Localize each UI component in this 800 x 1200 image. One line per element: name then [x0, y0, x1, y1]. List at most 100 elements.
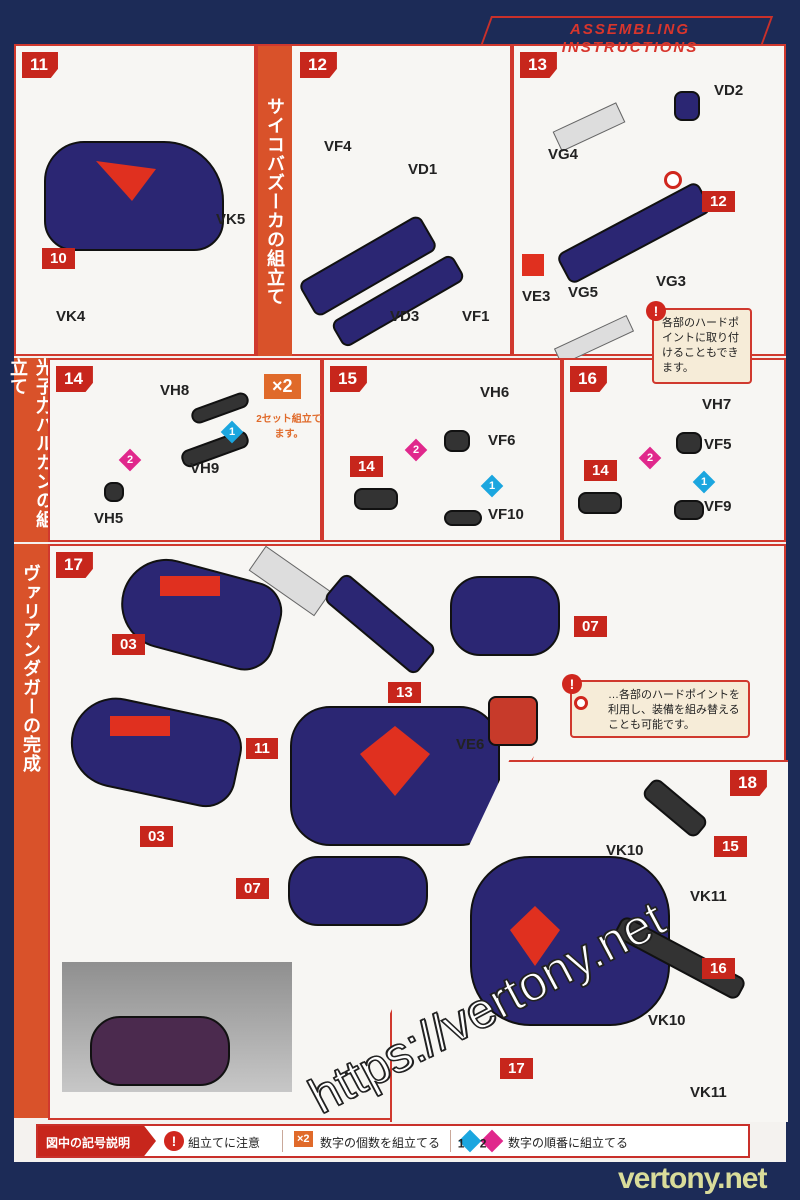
order-1-icon: 1 — [220, 420, 244, 444]
ve3-part — [522, 254, 544, 276]
part-label: VF9 — [704, 498, 732, 515]
part-label: VG4 — [548, 146, 579, 163]
step-11-panel: 11 10 VK5 VK4 — [14, 44, 256, 356]
divider — [282, 1130, 283, 1152]
ref-tag: 12 — [702, 191, 735, 212]
ref-tag: 07 — [236, 878, 269, 899]
part-label: VK4 — [56, 308, 86, 325]
step-number: 18 — [730, 770, 767, 796]
arm-part — [450, 576, 560, 656]
caution-icon: ! — [164, 1131, 184, 1151]
part-label: VF6 — [488, 432, 516, 449]
part-label: VD1 — [408, 161, 438, 178]
step-15-panel: 15 14 2 1 VH6 VF6 VF10 — [322, 358, 562, 542]
part-label: VF10 — [488, 506, 524, 523]
part-label: VH8 — [160, 382, 190, 399]
order-2-icon: 2 — [480, 1129, 504, 1153]
ref-tag: 07 — [574, 616, 607, 637]
divider — [450, 1130, 451, 1152]
vf9-part — [674, 500, 704, 520]
vg4-part — [552, 102, 626, 152]
count-icon: ×2 — [294, 1131, 313, 1147]
hardpoint-ring-icon — [574, 696, 588, 710]
caution-icon: ! — [646, 301, 666, 321]
bazooka-part — [555, 180, 713, 286]
step-number: 17 — [56, 552, 93, 578]
hardpoint-closeup — [488, 696, 538, 746]
order-2-icon: 2 — [118, 448, 142, 472]
part-label: VD3 — [390, 308, 420, 325]
step-13-panel: 13 12 VD2 VG4 VE3 VG5 VG3 各部のハードポイントに取り付… — [512, 44, 786, 384]
part-label: VK11 — [690, 1084, 727, 1101]
legend-title: 図中の記号説明 — [46, 1136, 131, 1150]
part-label: VD2 — [714, 82, 744, 99]
step-17-panel: 17 03 03 13 11 07 07 VE6 …各部のハードポイントを利用し… — [48, 544, 788, 1122]
step-12-panel: サイコバズーカの組立て 12 VF4 VD1 VD3 VF1 — [256, 44, 512, 356]
ref-tag: 17 — [500, 1058, 533, 1079]
part-label: VG5 — [568, 284, 599, 301]
order-1-icon: 1 — [692, 470, 716, 494]
part-label: VG3 — [656, 273, 687, 290]
ref-tag: 16 — [702, 958, 735, 979]
part-label: VH6 — [480, 384, 510, 401]
side-tab: サイコバズーカの組立て — [258, 46, 292, 356]
photo-model — [90, 1016, 230, 1086]
part-label: VK10 — [648, 1012, 686, 1029]
part-label: VH9 — [190, 460, 220, 477]
step-number: 15 — [330, 366, 367, 392]
vulcan-part — [354, 488, 398, 510]
part-label: VE3 — [522, 288, 551, 305]
hardpoint-marker — [664, 171, 682, 189]
vf5-part — [676, 432, 702, 454]
ref-tag: 14 — [350, 456, 383, 477]
ref-tag: 14 — [584, 460, 617, 481]
ref-tag: 10 — [42, 248, 75, 269]
side-tab: 光子力バルカンの組立て — [8, 358, 54, 542]
step-16-panel: 16 14 2 1 VH7 VF5 VF9 — [562, 358, 786, 542]
legend-order: 数字の順番に組立てる — [508, 1136, 629, 1150]
symbol-legend: 図中の記号説明 ! 組立てに注意 ×2 数字の個数を組立てる 1 2 数字の順番… — [36, 1124, 750, 1158]
red-accent — [160, 576, 220, 596]
ref-tag: 03 — [140, 826, 173, 847]
vf6-part — [444, 430, 470, 452]
vulcan-part — [578, 492, 622, 514]
ref-tag: 13 — [388, 682, 421, 703]
arm-part — [288, 856, 428, 926]
side-tab: ヴァリアンダガーの完成 — [14, 544, 48, 1118]
ref-tag: 11 — [246, 738, 278, 759]
red-accent — [110, 716, 170, 736]
step-number: 12 — [300, 52, 337, 78]
order-1-icon: 1 — [458, 1129, 482, 1153]
leg-part — [62, 689, 248, 813]
order-1-icon: 1 — [480, 474, 504, 498]
header-title: ASSEMBLING INSTRUCTIONS — [561, 21, 699, 56]
part-label: VK5 — [216, 211, 246, 228]
count-icon: ×2 — [264, 374, 301, 399]
bazooka-part — [322, 571, 438, 677]
step-number: 11 — [22, 52, 58, 78]
legend-caution: 組立てに注意 — [188, 1136, 261, 1150]
order-2-icon: 2 — [638, 446, 662, 470]
step-number: 14 — [56, 366, 93, 392]
legend-count: 数字の個数を組立てる — [320, 1136, 441, 1150]
step-number: 16 — [570, 366, 607, 392]
hardpoint-note: …各部のハードポイントを利用し、装備を組み替えることも可能です。 — [570, 680, 750, 738]
part-label: VH7 — [702, 396, 732, 413]
step-number: 13 — [520, 52, 557, 78]
vf10-part — [444, 510, 482, 526]
legend-title-bg — [38, 1126, 156, 1156]
watermark-site: vertony.net — [618, 1162, 767, 1195]
caution-note: 各部のハードポイントに取り付けることもできます。 — [652, 308, 752, 384]
ref-tag: 03 — [112, 634, 145, 655]
part-label: VK11 — [690, 888, 727, 905]
step-14-panel: 14 2 1 VH8 VH9 VH5 ×2 2セット組立てます。 — [48, 358, 322, 542]
ref-tag: 15 — [714, 836, 747, 857]
vh8-part — [189, 390, 251, 426]
part-label: VE6 — [456, 736, 485, 753]
order-2-icon: 2 — [404, 438, 428, 462]
part-label: VF1 — [462, 308, 490, 325]
part-label: VH5 — [94, 510, 124, 527]
part-label: VK10 — [606, 842, 644, 859]
vh5-part — [104, 482, 124, 502]
caution-icon: ! — [562, 674, 582, 694]
